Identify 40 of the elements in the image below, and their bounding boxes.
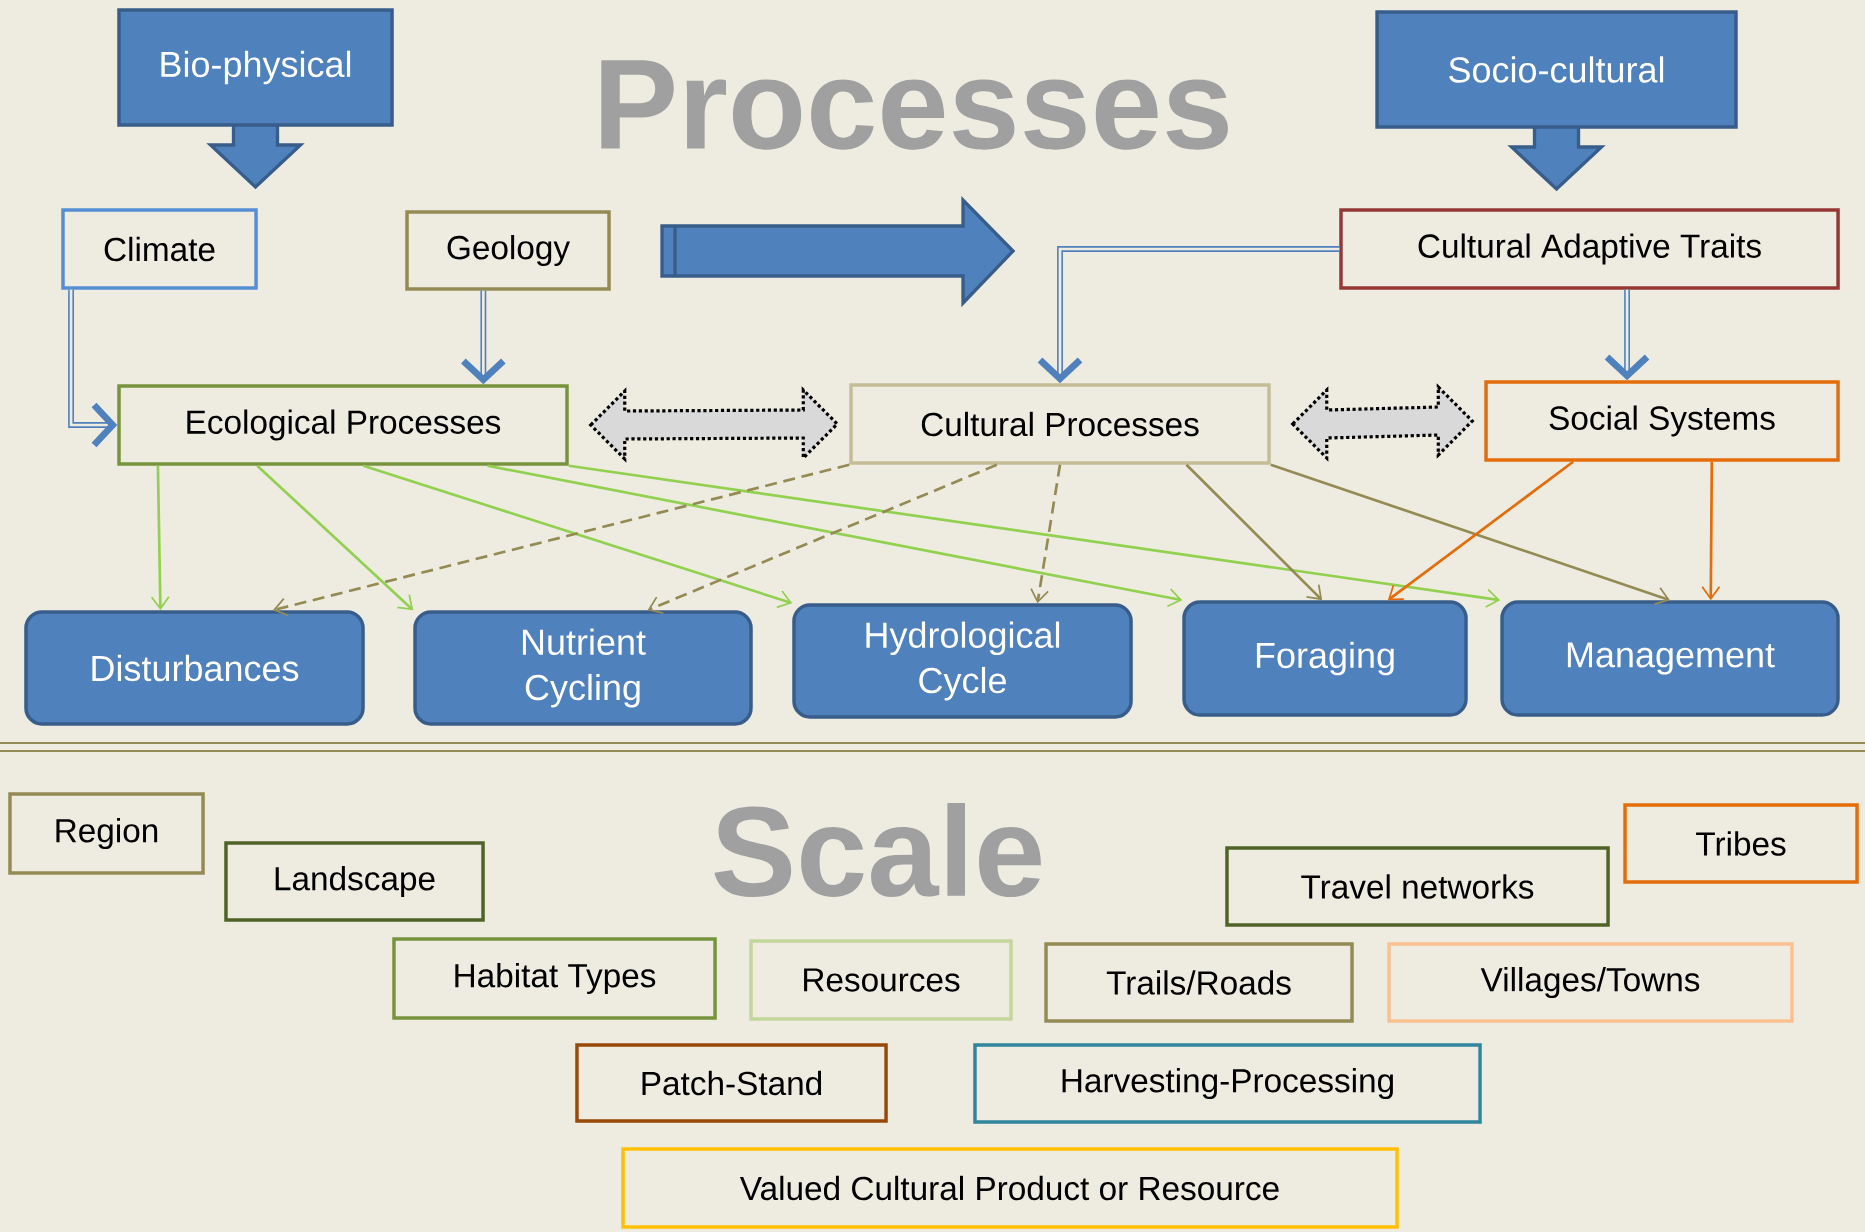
- arrow: [1387, 460, 1574, 601]
- text-box: Habitat Types: [392, 937, 717, 1020]
- text-box: Patch-Stand: [575, 1043, 888, 1123]
- text-box: Harvesting-Processing: [973, 1043, 1482, 1124]
- text-box: Trails/Roads: [1044, 942, 1354, 1023]
- process-box: Foraging: [1182, 600, 1468, 717]
- arrow: [150, 465, 170, 611]
- arrow: [1701, 461, 1721, 601]
- text-box: Landscape: [224, 841, 485, 922]
- process-box: Management: [1500, 600, 1840, 717]
- process-box: Nutrient Cycling: [413, 610, 753, 726]
- text-box: Social Systems: [1484, 380, 1840, 462]
- text-box: Tribes: [1623, 803, 1859, 884]
- arrow: [461, 290, 506, 385]
- text-box: Cultural Adaptive Traits: [1339, 208, 1840, 290]
- text-box: Ecological Processes: [117, 384, 569, 466]
- arrow: [1604, 289, 1650, 381]
- text-box: Resources: [749, 939, 1013, 1021]
- arrow: [487, 464, 1183, 608]
- arrow: [1185, 463, 1323, 601]
- arrow: [647, 463, 998, 614]
- arrow: [1037, 246, 1340, 384]
- arrow: [1270, 463, 1670, 605]
- arrow: [1030, 464, 1062, 604]
- text-box: Climate: [61, 208, 258, 290]
- arrow: [68, 289, 118, 448]
- process-box: Hydrological Cycle: [792, 603, 1133, 719]
- text-box: Region: [8, 792, 205, 875]
- heading: Processes: [601, 60, 1228, 150]
- text-box: Valued Cultural Product or Resource: [621, 1147, 1399, 1229]
- text-box: Cultural Processes: [849, 383, 1271, 465]
- arrow: [362, 464, 793, 609]
- text-box: Travel networks: [1225, 846, 1610, 927]
- heading: Scale: [714, 803, 1041, 897]
- process-box: Disturbances: [24, 610, 365, 726]
- arrow: [256, 464, 414, 611]
- arrow: [272, 463, 850, 617]
- text-box: Geology: [405, 210, 611, 291]
- text-box: Villages/Towns: [1387, 942, 1794, 1023]
- arrow: [568, 464, 1501, 608]
